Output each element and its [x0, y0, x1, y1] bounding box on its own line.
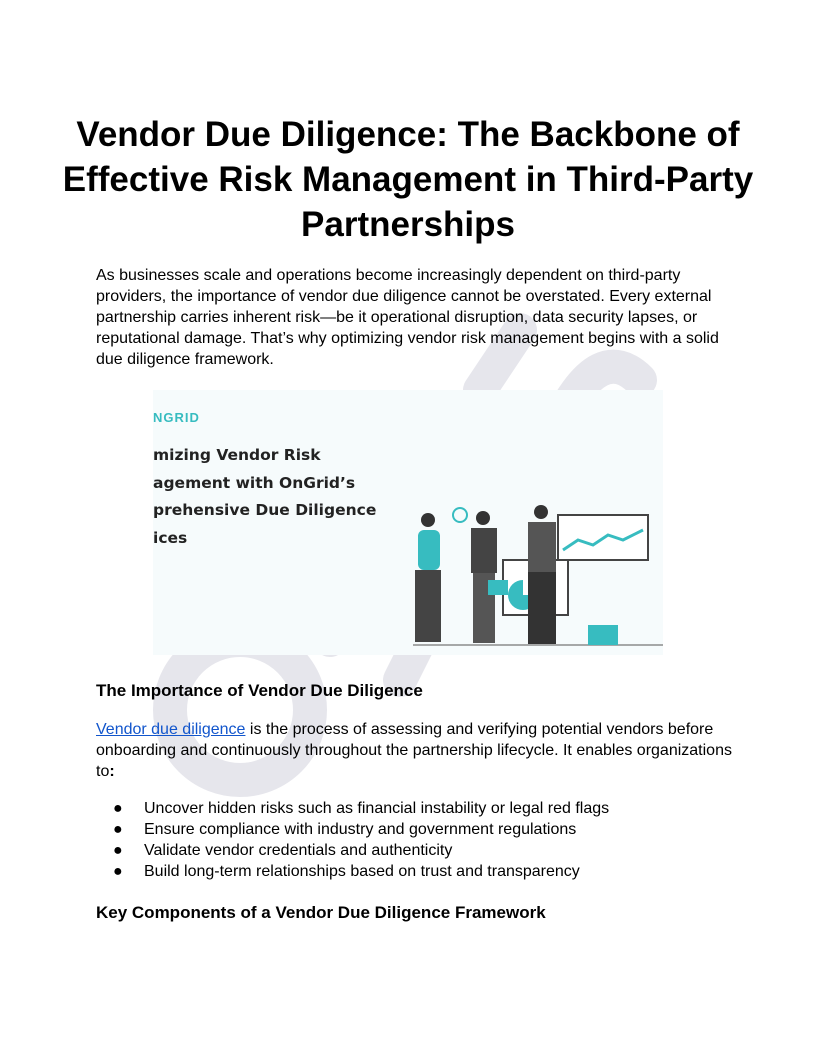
bullet-icon: ●: [113, 842, 123, 859]
list-item: ● Build long-term relationships based on …: [96, 861, 609, 882]
importance-paragraph: Vendor due diligence is the process of a…: [96, 719, 736, 782]
ongrid-logo: NGRID: [153, 410, 200, 425]
section-heading-key-components: Key Components of a Vendor Due Diligence…: [96, 903, 546, 922]
list-item-text: Uncover hidden risks such as financial i…: [144, 800, 610, 817]
bullet-icon: ●: [113, 800, 123, 817]
banner-line: mizing Vendor Risk: [153, 446, 321, 464]
section-heading-importance: The Importance of Vendor Due Diligence: [96, 681, 423, 700]
list-item-text: Build long-term relationships based on t…: [144, 863, 580, 880]
banner-line: ices: [153, 528, 188, 547]
list-item-text: Validate vendor credentials and authenti…: [144, 842, 453, 859]
bullet-icon: ●: [113, 821, 123, 838]
colon: :: [109, 763, 115, 780]
banner-headline: mizing Vendor Risk agement with OnGrid’s…: [153, 442, 376, 552]
document-title: Vendor Due Diligence: The Backbone of Ef…: [62, 115, 754, 244]
banner-line: prehensive Due Diligence: [153, 501, 377, 519]
list-item: ● Validate vendor credentials and authent…: [96, 840, 609, 861]
bullet-icon: ●: [113, 863, 123, 880]
banner-line: agement with OnGrid’s: [153, 473, 356, 492]
list-item-text: Ensure compliance with industry and gove…: [144, 821, 577, 838]
list-item: ● Ensure compliance with industry and gov…: [96, 819, 609, 840]
intro-paragraph: As businesses scale and operations becom…: [96, 267, 719, 368]
business-handshake-illustration: [413, 505, 663, 646]
list-item: ● Uncover hidden risks such as financial …: [96, 798, 609, 819]
vendor-due-diligence-link[interactable]: Vendor due diligence: [96, 721, 246, 738]
hero-banner-image: NGRID mizing Vendor Risk agement with On…: [153, 390, 663, 655]
benefits-list: ● Uncover hidden risks such as financial …: [96, 798, 609, 882]
